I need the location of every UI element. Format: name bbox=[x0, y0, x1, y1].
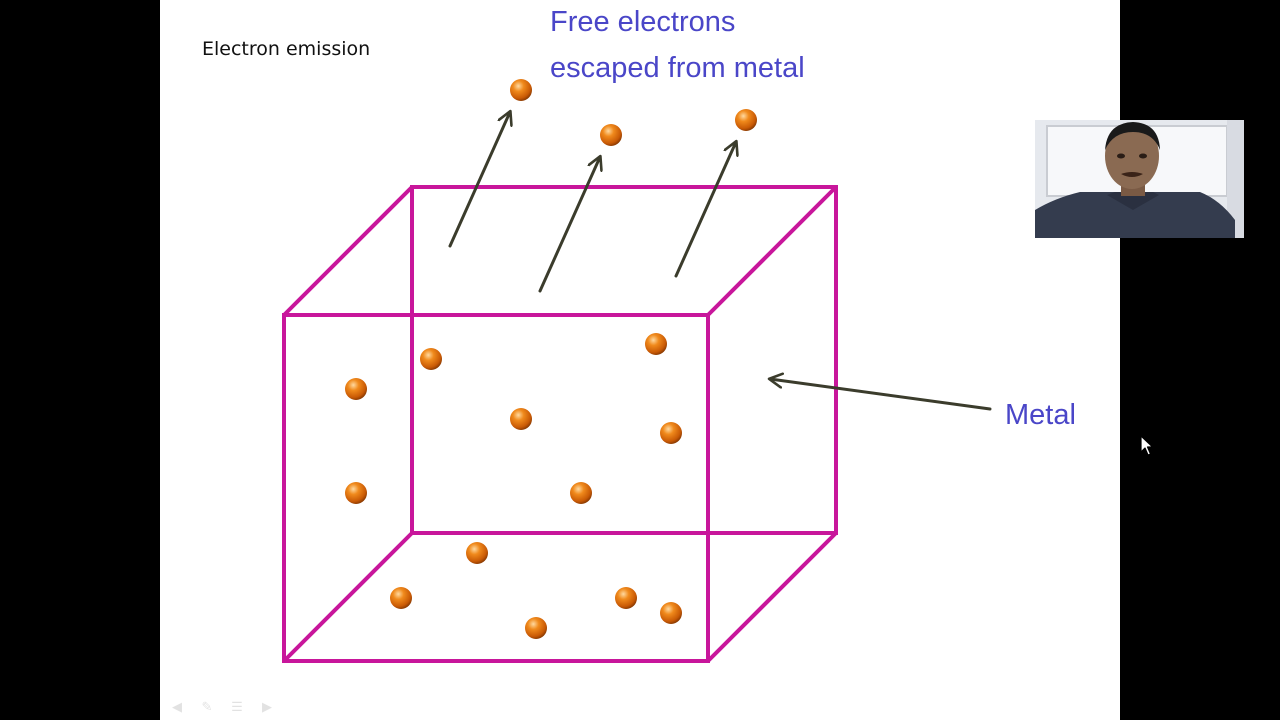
free-electron bbox=[735, 109, 757, 131]
free-electron bbox=[510, 79, 532, 101]
pen-icon[interactable]: ✎ bbox=[201, 699, 213, 714]
electron-emission-diagram: Free electrons escaped from metal Metal bbox=[282, 6, 1076, 663]
label-free-electrons-line2: escaped from metal bbox=[550, 52, 805, 84]
electron bbox=[466, 542, 488, 564]
electron bbox=[420, 348, 442, 370]
presentation-slide: Electron emission bbox=[160, 0, 1120, 720]
emission-arrows bbox=[448, 112, 736, 293]
box-back-face bbox=[410, 185, 838, 535]
box-edge-bottom-left bbox=[282, 531, 414, 663]
metal-box bbox=[282, 185, 838, 663]
menu-icon[interactable]: ☰ bbox=[231, 699, 243, 714]
mouse-pointer-icon bbox=[1140, 435, 1154, 456]
emission-arrow bbox=[448, 112, 510, 248]
box-edge-bottom-right bbox=[706, 531, 838, 663]
free-electron bbox=[600, 124, 622, 146]
webcam-presenter-feed bbox=[1035, 120, 1244, 238]
presenter-body bbox=[1035, 192, 1235, 238]
electron bbox=[660, 422, 682, 444]
emission-arrow bbox=[538, 157, 600, 293]
presenter-head bbox=[1105, 123, 1159, 189]
presenter-video bbox=[1035, 120, 1244, 238]
electron bbox=[345, 378, 367, 400]
metal-pointer-arrow bbox=[770, 379, 992, 411]
label-free-electrons-line1: Free electrons bbox=[550, 6, 735, 38]
electron bbox=[615, 587, 637, 609]
box-front-face bbox=[282, 313, 710, 663]
previous-icon[interactable]: ◀ bbox=[172, 699, 182, 714]
electron bbox=[570, 482, 592, 504]
electron bbox=[390, 587, 412, 609]
next-icon[interactable]: ▶ bbox=[262, 699, 272, 714]
metal-electrons bbox=[345, 333, 682, 639]
box-edge-top-left bbox=[282, 185, 414, 317]
electron bbox=[660, 602, 682, 624]
slide-title: Electron emission bbox=[202, 38, 371, 60]
emission-arrow bbox=[674, 142, 736, 278]
box-edge-top-right bbox=[706, 185, 838, 317]
electron bbox=[345, 482, 367, 504]
electron bbox=[525, 617, 547, 639]
electron bbox=[510, 408, 532, 430]
free-electrons bbox=[510, 79, 757, 146]
electron bbox=[645, 333, 667, 355]
slideshow-controls: ◀ ✎ ☰ ▶ bbox=[168, 700, 276, 714]
label-metal: Metal bbox=[1005, 399, 1076, 431]
